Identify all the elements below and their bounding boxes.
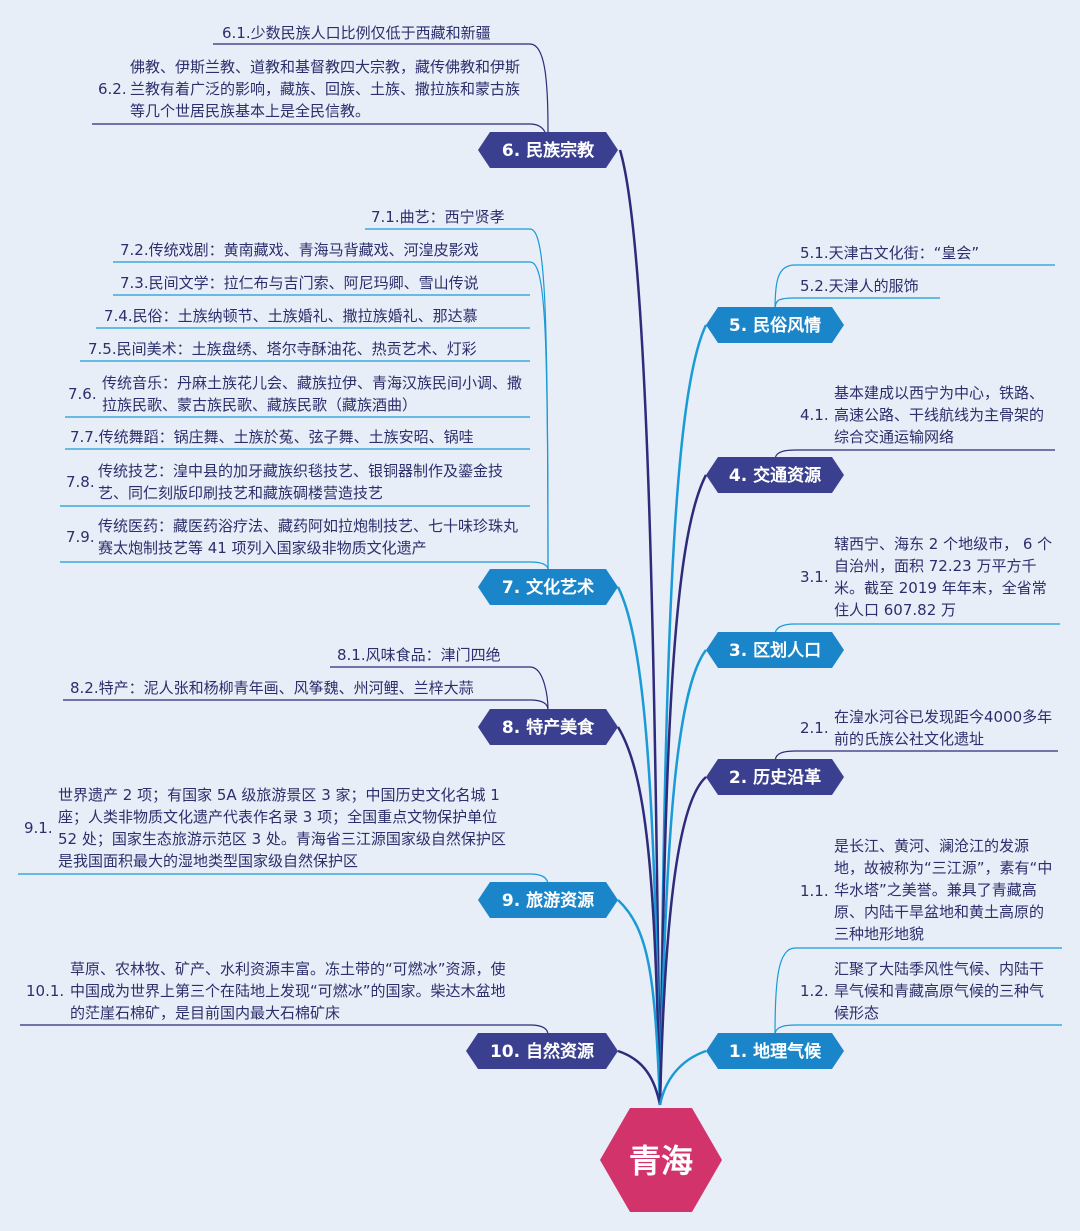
leaf-8-1: 8.1.风味食品：津门四绝 <box>337 646 501 664</box>
trunk-line-10 <box>617 1049 662 1106</box>
node-3[interactable]: 3. 区划人口 <box>706 632 844 668</box>
node-2-label: 2. 历史沿革 <box>729 767 821 788</box>
node-6[interactable]: 6. 民族宗教 <box>478 132 618 168</box>
leaf-1-2: 汇聚了大陆季风性气候、内陆干旱气候和青藏高原气候的三种气候形态 <box>834 960 1045 1022</box>
leaf-2-1-number: 2.1. <box>800 719 829 737</box>
leaf-9-1-number: 9.1. <box>24 819 53 837</box>
node-8-label: 8. 特产美食 <box>502 717 595 738</box>
leaf-5-2: 5.2.天津人的服饰 <box>800 277 919 295</box>
leaf-7-4: 7.4.民俗：土族纳顿节、土族婚礼、撒拉族婚礼、那达慕 <box>104 307 478 325</box>
leaf-4-1-number: 4.1. <box>800 406 829 424</box>
leaf-6-2: 佛教、伊斯兰教、道教和基督教四大宗教，藏传佛教和伊斯兰教有着广泛的影响，藏族、回… <box>130 58 521 120</box>
leaf-10-1-number: 10.1. <box>26 982 65 1000</box>
leaf-1-1-number: 1.1. <box>800 882 829 900</box>
leaf-7-9: 传统医药：藏医药浴疗法、藏药阿如拉炮制技艺、七十味珍珠丸赛太炮制技艺等 41 项… <box>98 517 519 557</box>
node-8[interactable]: 8. 特产美食 <box>478 709 618 745</box>
leaf-7-2: 7.2.传统戏剧：黄南藏戏、青海马背藏戏、河湟皮影戏 <box>120 241 479 259</box>
leaf-9-1: 世界遗产 2 项；有国家 5A 级旅游景区 3 家；中国历史文化名城 1 座；人… <box>58 786 506 870</box>
leaf-8-2: 8.2.特产：泥人张和杨柳青年画、风筝魏、州河鲤、兰梓大蒜 <box>70 679 474 697</box>
trunk-line-2 <box>658 776 707 1106</box>
trunk-line-1 <box>658 1049 707 1106</box>
node-10[interactable]: 10. 自然资源 <box>466 1033 618 1069</box>
leaf-7-6: 传统音乐：丹麻土族花儿会、藏族拉伊、青海汉族民间小调、撒拉族民歌、蒙古族民歌、藏… <box>102 374 523 414</box>
leaf-7-3: 7.3.民间文学：拉仁布与吉门索、阿尼玛卿、雪山传说 <box>120 274 479 292</box>
node-2[interactable]: 2. 历史沿革 <box>706 759 844 795</box>
node-7-label: 7. 文化艺术 <box>502 577 594 598</box>
trunk-line-8 <box>616 726 662 1106</box>
leaf-4-1: 基本建成以西宁为中心，铁路、高速公路、干线航线为主骨架的综合交通运输网络 <box>834 384 1045 446</box>
trunk-line-9 <box>617 899 662 1106</box>
node-5-label: 5. 民俗风情 <box>729 315 821 336</box>
leaf-1-2-number: 1.2. <box>800 982 829 1000</box>
node-4[interactable]: 4. 交通资源 <box>706 457 844 493</box>
node-6-label: 6. 民族宗教 <box>502 140 595 161</box>
trunk-line-4 <box>658 474 708 1106</box>
leaf-7-6-number: 7.6. <box>68 385 97 403</box>
leaf-5-1: 5.1.天津古文化街：“皇会” <box>800 244 980 262</box>
leaf-7-8-number: 7.8. <box>66 473 95 491</box>
leaf-7-8: 传统技艺：湟中县的加牙藏族织毯技艺、银铜器制作及鎏金技艺、同仁刻版印刷技艺和藏族… <box>98 462 504 502</box>
node-5[interactable]: 5. 民俗风情 <box>706 307 844 343</box>
node-1[interactable]: 1. 地理气候 <box>706 1033 844 1069</box>
leaf-1-1: 是长江、黄河、澜沧江的发源地，故被称为“三江源”，素有“中华水塔”之美誉。兼具了… <box>834 837 1053 943</box>
node-10-label: 10. 自然资源 <box>490 1041 594 1062</box>
node-1-label: 1. 地理气候 <box>729 1041 822 1062</box>
leaf-3-1-number: 3.1. <box>800 568 829 586</box>
center-label: 青海 <box>629 1142 693 1180</box>
leaf-6-1: 6.1.少数民族人口比例仅低于西藏和新疆 <box>222 24 491 42</box>
node-3-label: 3. 区划人口 <box>729 640 821 661</box>
leaf-7-7: 7.7.传统舞蹈：锅庄舞、土族於菟、弦子舞、土族安昭、锅哇 <box>70 428 474 446</box>
trunk-line-6 <box>618 149 662 1106</box>
node-7[interactable]: 7. 文化艺术 <box>478 569 618 605</box>
leaf-lines-left <box>18 43 549 1036</box>
node-9-label: 9. 旅游资源 <box>502 890 594 911</box>
trunk-lines <box>616 149 708 1106</box>
leaf-7-1: 7.1.曲艺：西宁贤孝 <box>371 208 505 226</box>
center-node[interactable]: 青海 <box>600 1108 722 1212</box>
leaf-6-2-number: 6.2. <box>98 80 127 98</box>
leaf-2-1: 在湟水河谷已发现距今4000多年前的氏族公社文化遗址 <box>834 708 1053 748</box>
leaf-3-1: 辖西宁、海东 2 个地级市， 6 个自治州，面积 72.23 万平方千米。截至 … <box>834 535 1053 619</box>
leaf-10-1: 草原、农林牧、矿产、水利资源丰富。冻土带的“可燃冰”资源，使中国成为世界上第三个… <box>70 960 506 1022</box>
node-4-label: 4. 交通资源 <box>729 465 821 486</box>
leaf-7-5: 7.5.民间美术：土族盘绣、塔尔寺酥油花、热贡艺术、灯彩 <box>88 340 477 358</box>
node-9[interactable]: 9. 旅游资源 <box>478 882 618 918</box>
leaf-7-9-number: 7.9. <box>66 528 95 546</box>
